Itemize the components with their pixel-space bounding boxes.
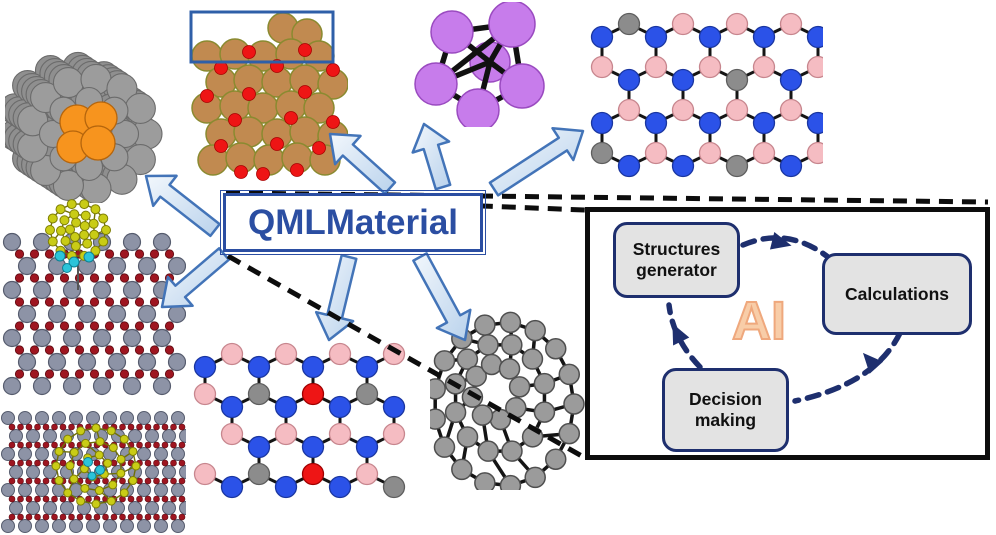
qmlmaterial-title: QMLMaterial [247,202,459,242]
molecular-sheet-icon [193,342,406,499]
fullerene-in-crystal-icon [1,411,186,533]
ai-label: AI [731,290,787,352]
ai-cycle-arrows [666,232,903,404]
hexagonal-nitride-sheet-icon [590,12,823,178]
carbon-nanotube-icon [5,51,163,203]
qmlmaterial-box: QMLMaterial [220,190,486,255]
ai-workflow-panel: Structures generator Calculations Decisi… [585,207,990,460]
fullerene-on-surface-icon [2,199,186,396]
purple-atom-cluster-icon [414,2,545,127]
fullerene-cage-icon [430,311,585,490]
structures-generator-box: Structures generator [613,222,740,298]
copper-oxide-cluster-icon [189,10,348,181]
calculations-box: Calculations [822,253,972,335]
decision-making-box: Decision making [662,368,789,452]
